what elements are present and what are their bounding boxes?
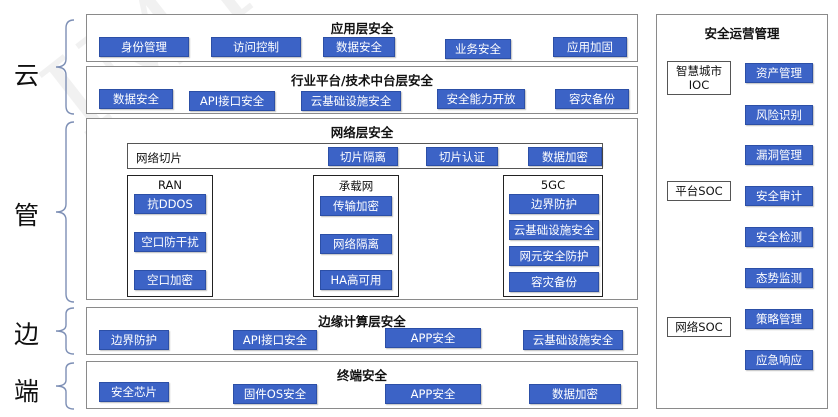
network-layer-section: 网络层安全 网络切片 切片隔离 切片认证 数据加密 RAN 抗DDOS 空口防干… [86, 118, 638, 300]
slicing-item-isolation[interactable]: 切片隔离 [328, 147, 398, 166]
core-item-ne-protection[interactable]: 网元安全防护 [509, 246, 599, 266]
core-item-cloud-infra[interactable]: 云基础设施安全 [509, 220, 599, 240]
bearer-title: 承载网 [338, 179, 374, 193]
bearer-item-transport-encryption[interactable]: 传输加密 [320, 196, 392, 216]
industry-item-api-security[interactable]: API接口安全 [189, 91, 275, 111]
ops-item-security-detection[interactable]: 安全检测 [745, 227, 813, 247]
end-label: 端 [14, 377, 40, 406]
ops-item-security-audit[interactable]: 安全审计 [745, 186, 813, 206]
industry-item-capability-open[interactable]: 安全能力开放 [437, 89, 525, 109]
slicing-item-authentication[interactable]: 切片认证 [426, 147, 498, 166]
ran-item-anti-interference[interactable]: 空口防干扰 [134, 232, 206, 252]
cloud-brace [48, 18, 78, 116]
terminal-item-data-encryption[interactable]: 数据加密 [529, 384, 621, 404]
ops-center-smart-city-ioc[interactable]: 智慧城市 IOC [667, 61, 731, 95]
app-layer-title: 应用层安全 [330, 21, 394, 36]
app-item-data-security[interactable]: 数据安全 [323, 37, 395, 57]
edge-label: 边 [14, 320, 40, 349]
edge-brace [48, 306, 78, 356]
ops-item-asset-management[interactable]: 资产管理 [745, 63, 813, 83]
network-slicing-label: 网络切片 [136, 151, 182, 165]
terminal-item-secure-chip[interactable]: 安全芯片 [99, 382, 169, 402]
ran-item-air-encryption[interactable]: 空口加密 [134, 270, 206, 290]
terminal-item-firmware-os[interactable]: 固件OS安全 [233, 384, 317, 404]
ops-item-vulnerability-management[interactable]: 漏洞管理 [745, 145, 813, 165]
ops-item-emergency-response[interactable]: 应急响应 [745, 350, 813, 370]
end-brace [48, 361, 78, 411]
industry-item-disaster-backup[interactable]: 容灾备份 [555, 89, 629, 109]
terminal-layer-section: 终端安全 安全芯片 固件OS安全 APP安全 数据加密 [86, 361, 638, 409]
network-slicing-row: 网络切片 切片隔离 切片认证 数据加密 [127, 143, 603, 169]
pipe-label: 管 [14, 201, 40, 230]
bearer-item-network-isolation[interactable]: 网络隔离 [320, 234, 392, 254]
ops-title: 安全运营管理 [704, 26, 780, 41]
bearer-item-high-availability[interactable]: HA高可用 [320, 270, 392, 290]
app-item-identity[interactable]: 身份管理 [99, 37, 189, 57]
ops-item-situation-monitoring[interactable]: 态势监测 [745, 268, 813, 288]
edge-item-cloud-infra[interactable]: 云基础设施安全 [523, 330, 623, 350]
edge-item-app-security[interactable]: APP安全 [385, 328, 481, 348]
core-item-border-protection[interactable]: 边界防护 [509, 194, 599, 214]
edge-layer-section: 边缘计算层安全 边界防护 API接口安全 APP安全 云基础设施安全 [86, 307, 638, 355]
slicing-item-encryption[interactable]: 数据加密 [528, 147, 602, 166]
terminal-layer-title: 终端安全 [336, 368, 387, 383]
app-item-access-control[interactable]: 访问控制 [211, 37, 301, 57]
edge-item-border-protection[interactable]: 边界防护 [99, 330, 169, 350]
app-layer-section: 应用层安全 身份管理 访问控制 数据安全 业务安全 应用加固 [86, 14, 638, 62]
core-5gc-title: 5GC [540, 178, 566, 192]
core-5gc-box: 5GC 边界防护 云基础设施安全 网元安全防护 容灾备份 [503, 175, 603, 297]
pipe-brace [48, 120, 78, 304]
ops-center-network-soc[interactable]: 网络SOC [667, 317, 731, 337]
app-item-business-security[interactable]: 业务安全 [445, 39, 511, 59]
industry-item-cloud-infra[interactable]: 云基础设施安全 [301, 91, 401, 111]
industry-layer-title: 行业平台/技术中台层安全 [290, 73, 434, 88]
edge-item-api-security[interactable]: API接口安全 [233, 330, 317, 350]
cloud-label: 云 [14, 61, 40, 90]
ops-item-risk-identification[interactable]: 风险识别 [745, 105, 813, 125]
ops-item-policy-management[interactable]: 策略管理 [745, 309, 813, 329]
edge-layer-title: 边缘计算层安全 [318, 314, 406, 329]
bearer-box: 承载网 传输加密 网络隔离 HA高可用 [313, 175, 399, 297]
ran-item-anti-ddos[interactable]: 抗DDOS [134, 194, 206, 214]
ran-title: RAN [158, 178, 182, 192]
terminal-item-app-security[interactable]: APP安全 [385, 384, 481, 404]
ops-section: 安全运营管理 智慧城市 IOC 平台SOC 网络SOC 资产管理 风险识别 漏洞… [656, 14, 828, 409]
industry-layer-section: 行业平台/技术中台层安全 数据安全 API接口安全 云基础设施安全 安全能力开放… [86, 66, 638, 114]
core-item-disaster-backup[interactable]: 容灾备份 [509, 272, 599, 292]
ran-box: RAN 抗DDOS 空口防干扰 空口加密 [127, 175, 213, 297]
industry-item-data-security[interactable]: 数据安全 [99, 89, 173, 109]
network-layer-title: 网络层安全 [330, 125, 394, 140]
app-item-app-hardening[interactable]: 应用加固 [553, 37, 627, 57]
ops-center-platform-soc[interactable]: 平台SOC [667, 181, 731, 201]
